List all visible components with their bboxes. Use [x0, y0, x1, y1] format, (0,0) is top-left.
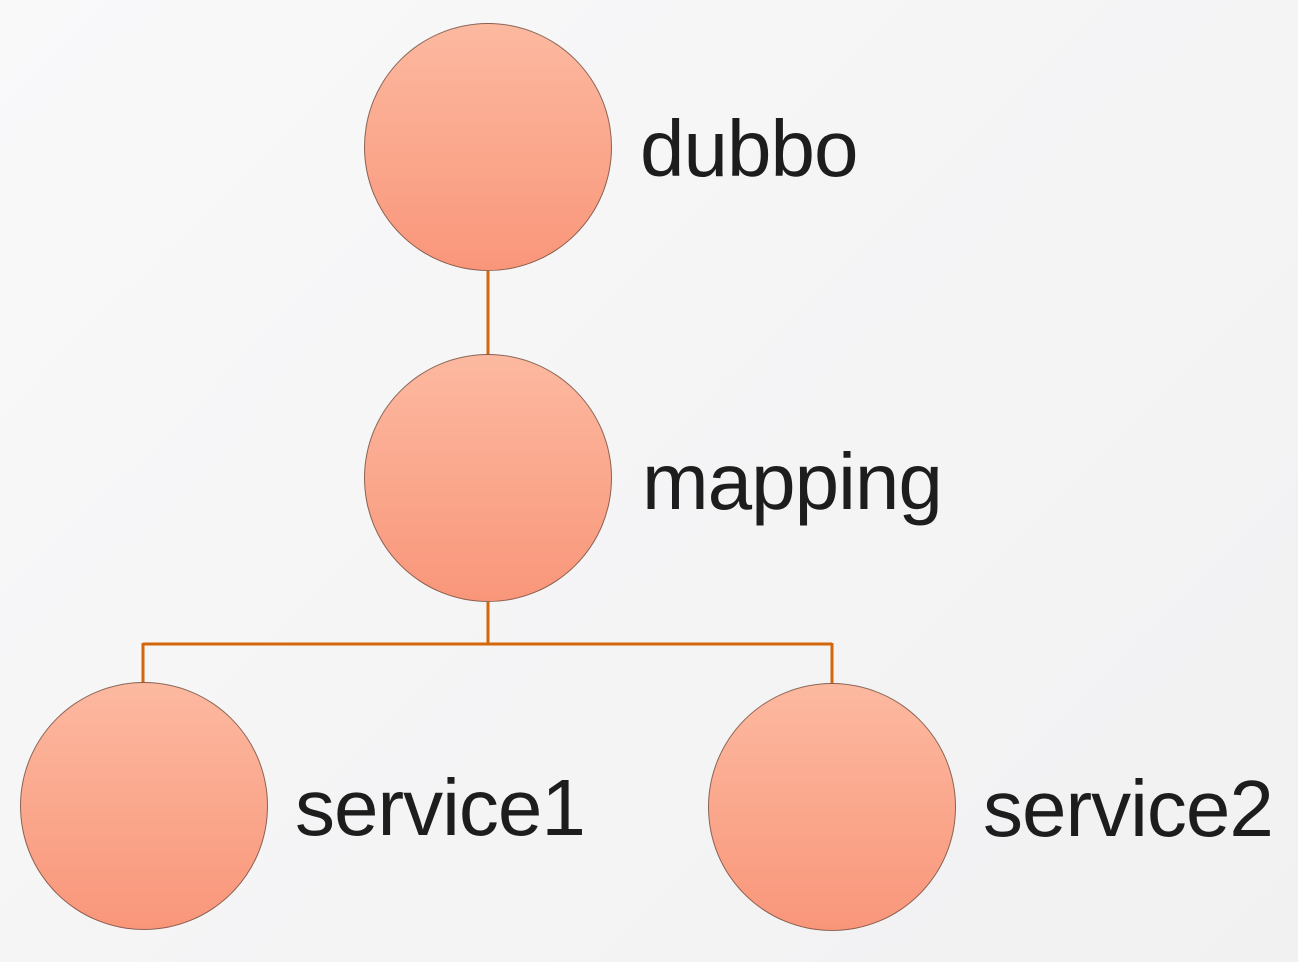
- node-label-service2: service2: [983, 764, 1274, 853]
- node-circle-dubbo: [364, 23, 612, 271]
- node-circle-service2: [708, 683, 956, 931]
- node-label-dubbo: dubbo: [640, 104, 858, 193]
- node-circle-service1: [20, 682, 268, 930]
- node-label-mapping: mapping: [642, 437, 943, 526]
- node-label-service1: service1: [295, 763, 586, 852]
- node-circle-mapping: [364, 354, 612, 602]
